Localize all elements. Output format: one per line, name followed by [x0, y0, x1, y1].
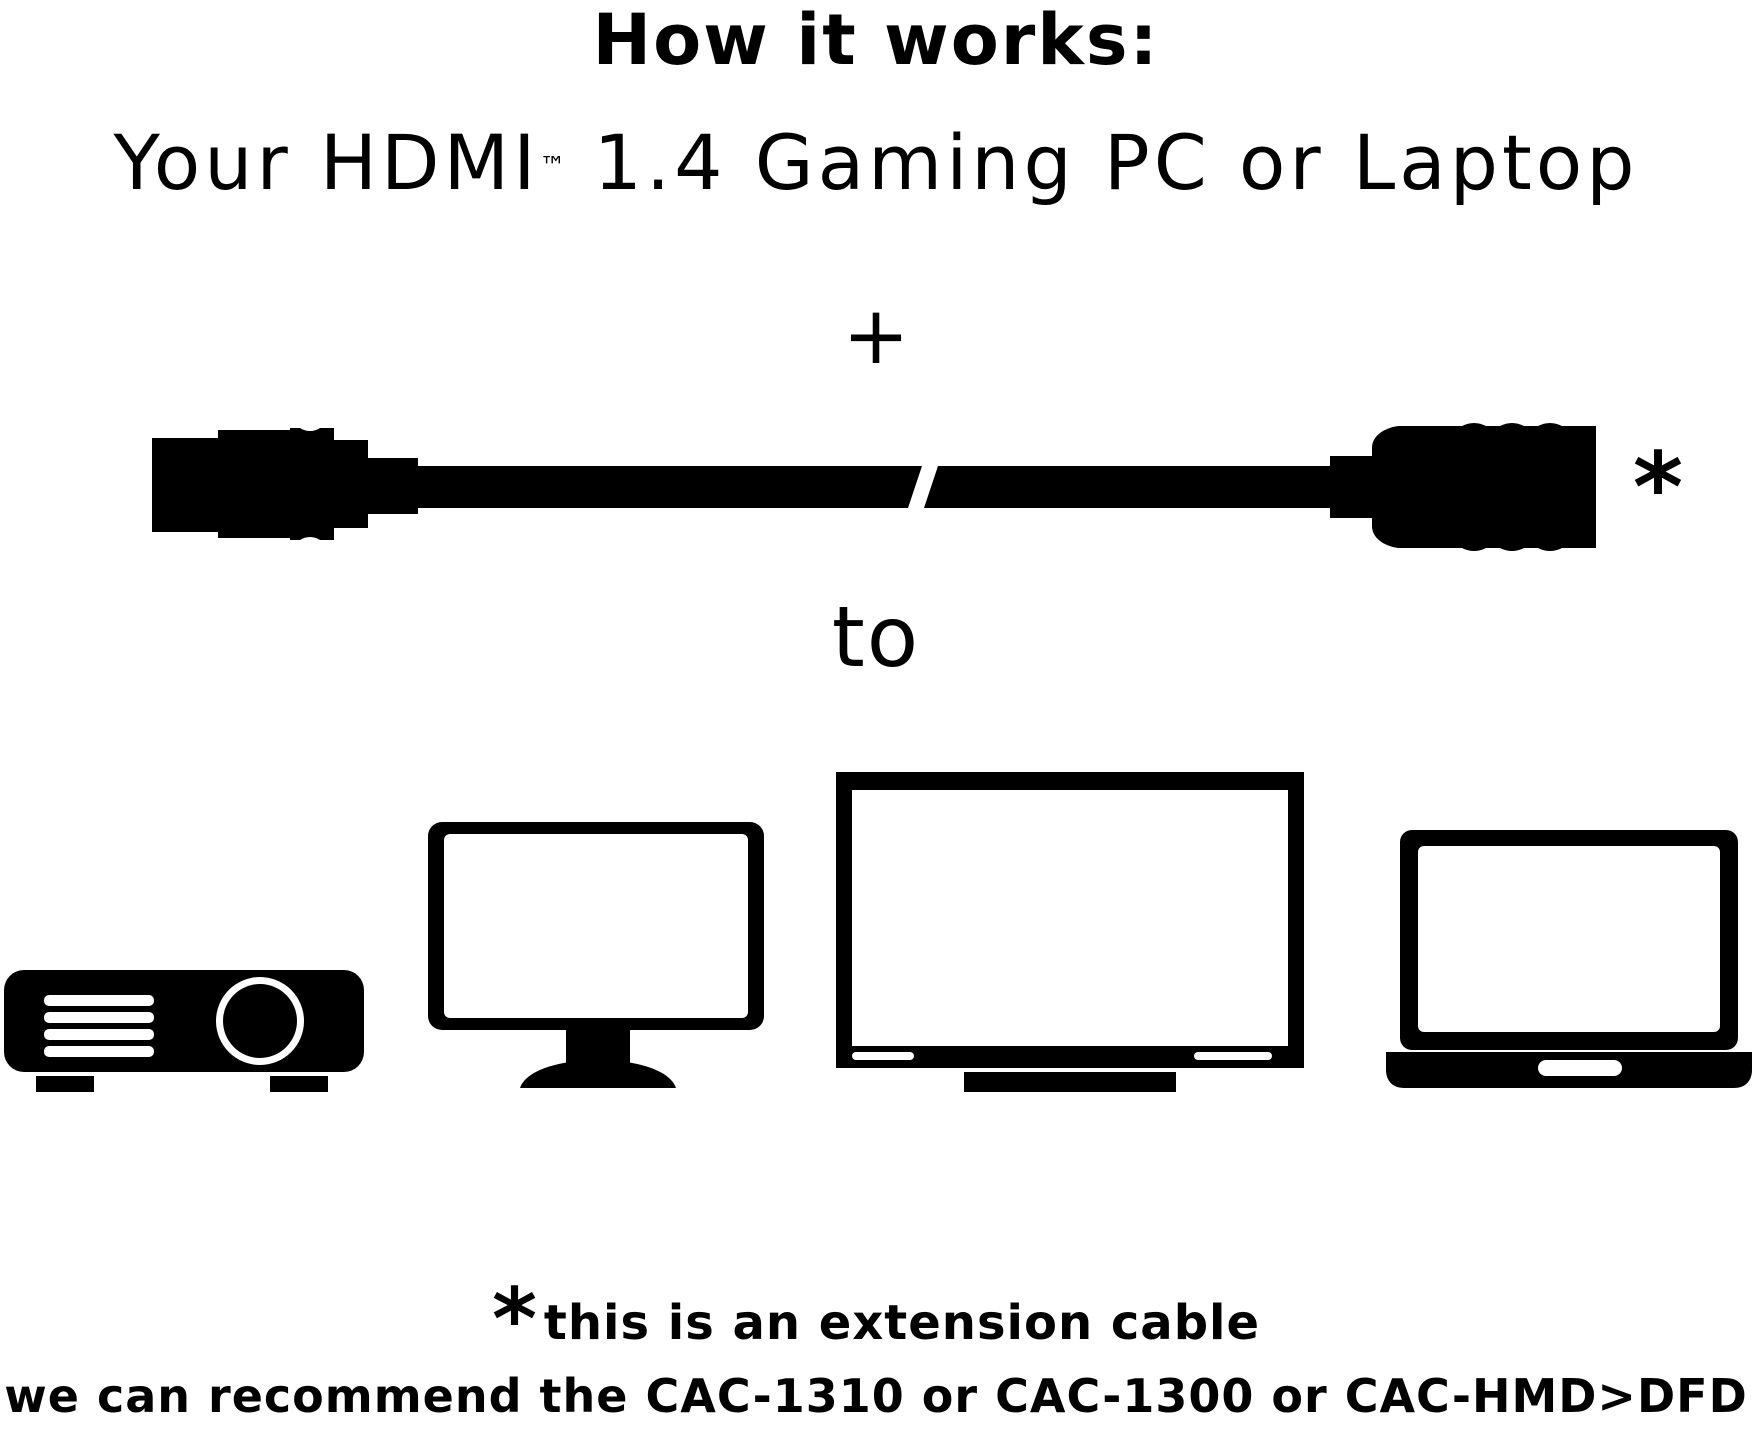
socket-strain-relief	[1330, 456, 1372, 518]
footnote-marker: *	[491, 1270, 538, 1370]
female-socket-housing	[1372, 423, 1596, 551]
plug-strain-relief	[366, 458, 418, 514]
extension-cable-marker: *	[1632, 432, 1684, 544]
male-plug-housing	[218, 428, 368, 540]
tv-icon	[836, 772, 1304, 1092]
source-device-line: Your HDMI™ 1.4 Gaming PC or Laptop	[0, 118, 1752, 208]
subhead-suffix: 1.4 Gaming PC or Laptop	[565, 118, 1639, 207]
trademark-symbol: ™	[539, 152, 566, 182]
male-plug-tip	[152, 438, 224, 532]
monitor-icon	[428, 822, 764, 1088]
hdmi-extension-cable-icon	[152, 423, 1596, 551]
cable-segment-left	[416, 466, 922, 508]
laptop-icon	[1386, 830, 1752, 1088]
plus-sign: +	[842, 289, 910, 382]
recommendation-line: we can recommend the CAC-1310 or CAC-130…	[4, 1369, 1748, 1423]
page-title: How it works:	[592, 0, 1160, 81]
subhead-prefix: Your HDMI	[113, 118, 540, 207]
connector-word: to	[831, 588, 921, 686]
footnote-text: this is an extension cable	[543, 1295, 1261, 1351]
projector-icon	[4, 970, 364, 1092]
cable-segment-right	[924, 466, 1334, 508]
footnote: *this is an extension cable	[0, 1277, 1752, 1363]
